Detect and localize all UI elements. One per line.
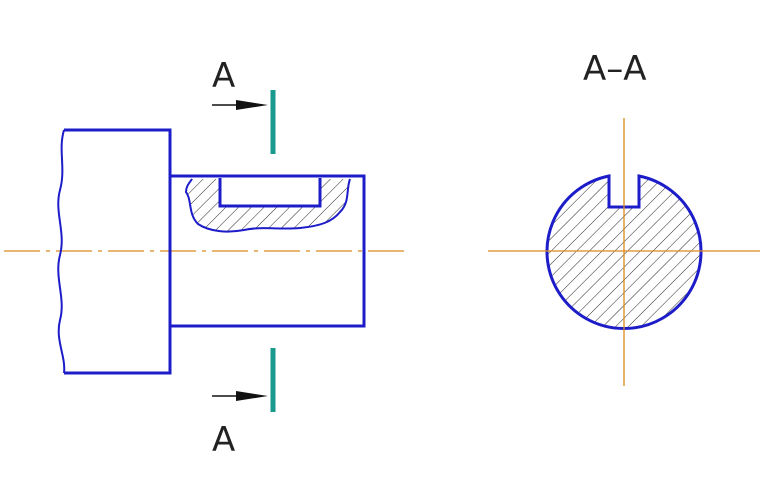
section-hatch <box>547 176 701 329</box>
section-view: A–A <box>488 49 760 386</box>
local-section-hatch <box>186 179 350 232</box>
front-view: A A <box>4 56 410 460</box>
view-arrow-bottom <box>212 391 268 401</box>
keyway-slot <box>218 178 322 208</box>
shaft-body <box>64 128 172 375</box>
section-view-title: A–A <box>583 49 647 89</box>
local-section-boundary <box>184 178 351 233</box>
section-outline <box>545 174 703 330</box>
section-label-bottom: A <box>212 420 235 460</box>
break-line <box>57 129 66 374</box>
view-arrow-top <box>212 100 268 110</box>
section-label-top: A <box>212 56 235 96</box>
shaft-step <box>170 174 366 328</box>
